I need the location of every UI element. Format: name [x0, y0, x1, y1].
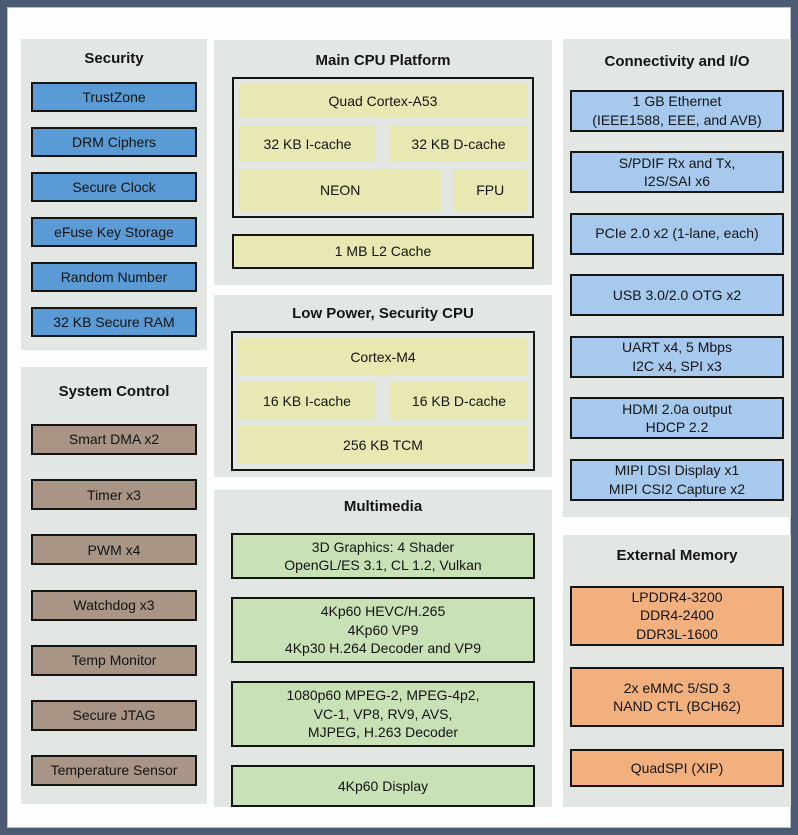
connectivity-item-usb: USB 3.0/2.0 OTG x2 [570, 274, 784, 317]
low-power-cpu-title: Low Power, Security CPU [292, 305, 474, 322]
security-item-efuse-key-storage: eFuse Key Storage [31, 217, 197, 247]
security-title: Security [84, 50, 144, 67]
connectivity-item-ethernet: 1 GB Ethernet (IEEE1588, EEE, and AVB) [570, 89, 784, 132]
security-item-secure-clock: Secure Clock [31, 172, 197, 202]
external-memory-item-ddr: LPDDR4-3200 DDR4-2400 DDR3L-1600 [570, 585, 784, 646]
main-cpu-core: Quad Cortex-A53 [239, 84, 527, 118]
security-item-secure-ram: 32 KB Secure RAM [31, 307, 197, 337]
security-item-random-number: Random Number [31, 262, 197, 292]
low-power-cpu-cluster: Cortex-M4 16 KB I-cache 16 KB D-cache 25… [231, 331, 535, 471]
main-cpu-neon: NEON [239, 169, 442, 211]
multimedia-title: Multimedia [343, 498, 423, 515]
system-control-item-pwm: PWM x4 [31, 534, 197, 566]
system-control-item-watchdog: Watchdog x3 [31, 589, 197, 621]
main-cpu-fpu: FPU [453, 169, 527, 211]
connectivity-item-mipi: MIPI DSI Display x1 MIPI CSI2 Capture x2 [570, 458, 784, 501]
system-control-section: System Control Smart DMA x2 Timer x3 PWM… [21, 367, 207, 804]
external-memory-item-emmc-nand: 2x eMMC 5/SD 3 NAND CTL (BCH62) [570, 667, 784, 728]
multimedia-section: Multimedia 3D Graphics: 4 Shader OpenGL/… [214, 490, 552, 807]
security-item-trustzone: TrustZone [31, 82, 197, 112]
main-cpu-dcache: 32 KB D-cache [390, 125, 527, 162]
main-cpu-l2-cache: 1 MB L2 Cache [232, 234, 534, 269]
main-cpu-cluster: Quad Cortex-A53 32 KB I-cache 32 KB D-ca… [232, 77, 534, 218]
multimedia-item-3d-graphics: 3D Graphics: 4 Shader OpenGL/ES 3.1, CL … [231, 533, 535, 579]
external-memory-title: External Memory [616, 547, 738, 564]
low-power-cpu-tcm: 256 KB TCM [238, 426, 528, 464]
connectivity-item-spdif-i2s: S/PDIF Rx and Tx, I2S/SAI x6 [570, 151, 784, 194]
system-control-item-temp-monitor: Temp Monitor [31, 644, 197, 676]
security-section: Security TrustZone DRM Ciphers Secure Cl… [21, 39, 207, 350]
connectivity-section: Connectivity and I/O 1 GB Ethernet (IEEE… [563, 39, 791, 517]
low-power-cpu-core: Cortex-M4 [238, 338, 528, 375]
connectivity-item-uart-i2c-spi: UART x4, 5 Mbps I2C x4, SPI x3 [570, 335, 784, 378]
external-memory-item-quadspi: QuadSPI (XIP) [570, 748, 784, 787]
multimedia-item-video-decode-1080p: 1080p60 MPEG-2, MPEG-4p2, VC-1, VP8, RV9… [231, 681, 535, 747]
low-power-cpu-dcache: 16 KB D-cache [390, 382, 528, 419]
connectivity-title: Connectivity and I/O [604, 53, 750, 70]
low-power-cpu-section: Low Power, Security CPU Cortex-M4 16 KB … [214, 295, 552, 477]
connectivity-item-hdmi: HDMI 2.0a output HDCP 2.2 [570, 397, 784, 440]
main-cpu-section: Main CPU Platform Quad Cortex-A53 32 KB … [214, 40, 552, 285]
system-control-item-temperature-sensor: Temperature Sensor [31, 754, 197, 786]
low-power-cpu-icache: 16 KB I-cache [238, 382, 376, 419]
system-control-item-smart-dma: Smart DMA x2 [31, 424, 197, 456]
system-control-title: System Control [58, 383, 170, 400]
external-memory-section: External Memory LPDDR4-3200 DDR4-2400 DD… [563, 535, 791, 807]
multimedia-item-video-decode-4k: 4Kp60 HEVC/H.265 4Kp60 VP9 4Kp30 H.264 D… [231, 597, 535, 663]
security-item-drm-ciphers: DRM Ciphers [31, 127, 197, 157]
multimedia-item-display: 4Kp60 Display [231, 765, 535, 807]
system-control-item-timer: Timer x3 [31, 479, 197, 511]
main-cpu-title: Main CPU Platform [315, 52, 451, 69]
connectivity-item-pcie: PCIe 2.0 x2 (1-lane, each) [570, 212, 784, 255]
main-cpu-icache: 32 KB I-cache [239, 125, 376, 162]
system-control-item-secure-jtag: Secure JTAG [31, 699, 197, 731]
